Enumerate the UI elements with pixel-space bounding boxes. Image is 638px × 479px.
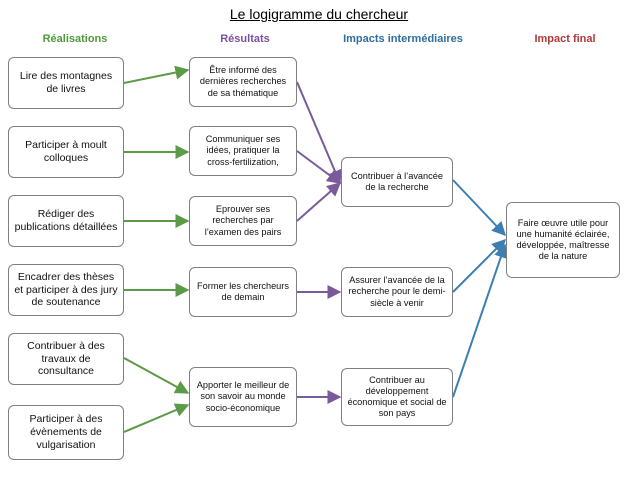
realisation-box: Lire des montagnes de livres <box>8 57 124 109</box>
arrow-realisation-5 <box>123 357 190 394</box>
realisation-box: Contribuer à des travaux de consultance <box>8 333 124 385</box>
arrow-realisation-1 <box>123 65 190 84</box>
impact-intermediaire-box: Contribuer au développement économique e… <box>341 368 453 426</box>
arrow-realisation-6 <box>123 403 190 433</box>
realisation-box: Rédiger des publications détaillées <box>8 195 124 247</box>
arrow-resultat-3 <box>296 182 342 222</box>
impact-intermediaire-box: Assurer l’avancée de la recherche pour l… <box>341 267 453 317</box>
arrow-impact-1 <box>452 179 506 237</box>
resultat-box: Apporter le meilleur de son savoir au mo… <box>189 367 297 427</box>
realisation-box: Participer à des évènements de vulgarisa… <box>8 405 124 460</box>
header-realisations: Réalisations <box>42 33 108 45</box>
header-impact-final: Impact final <box>534 33 596 45</box>
diagram-title: Le logigramme du chercheur <box>229 6 409 22</box>
resultat-box: Eprouver ses recherches par l’examen des… <box>189 196 297 246</box>
resultat-box: Être informé des dernières recherches de… <box>189 57 297 107</box>
arrow-impact-3 <box>452 243 508 398</box>
resultat-box: Former les chercheurs de demain <box>189 267 297 317</box>
realisation-box: Encadrer des thèses et participer à des … <box>8 264 124 316</box>
resultat-box: Communiquer ses idées, pratiquer la cros… <box>189 126 297 176</box>
arrow-resultat-1 <box>296 81 342 185</box>
header-resultats: Résultats <box>220 33 270 45</box>
impact-final-box: Faire œuvre utile pour une humanité écla… <box>506 202 620 278</box>
header-impacts-intermediaires: Impacts intermédiaires <box>343 33 463 45</box>
arrow-resultat-2 <box>296 150 342 184</box>
impact-intermediaire-box: Contribuer à l’avancée de la recherche <box>341 157 453 207</box>
realisation-box: Participer à moult colloques <box>8 126 124 178</box>
